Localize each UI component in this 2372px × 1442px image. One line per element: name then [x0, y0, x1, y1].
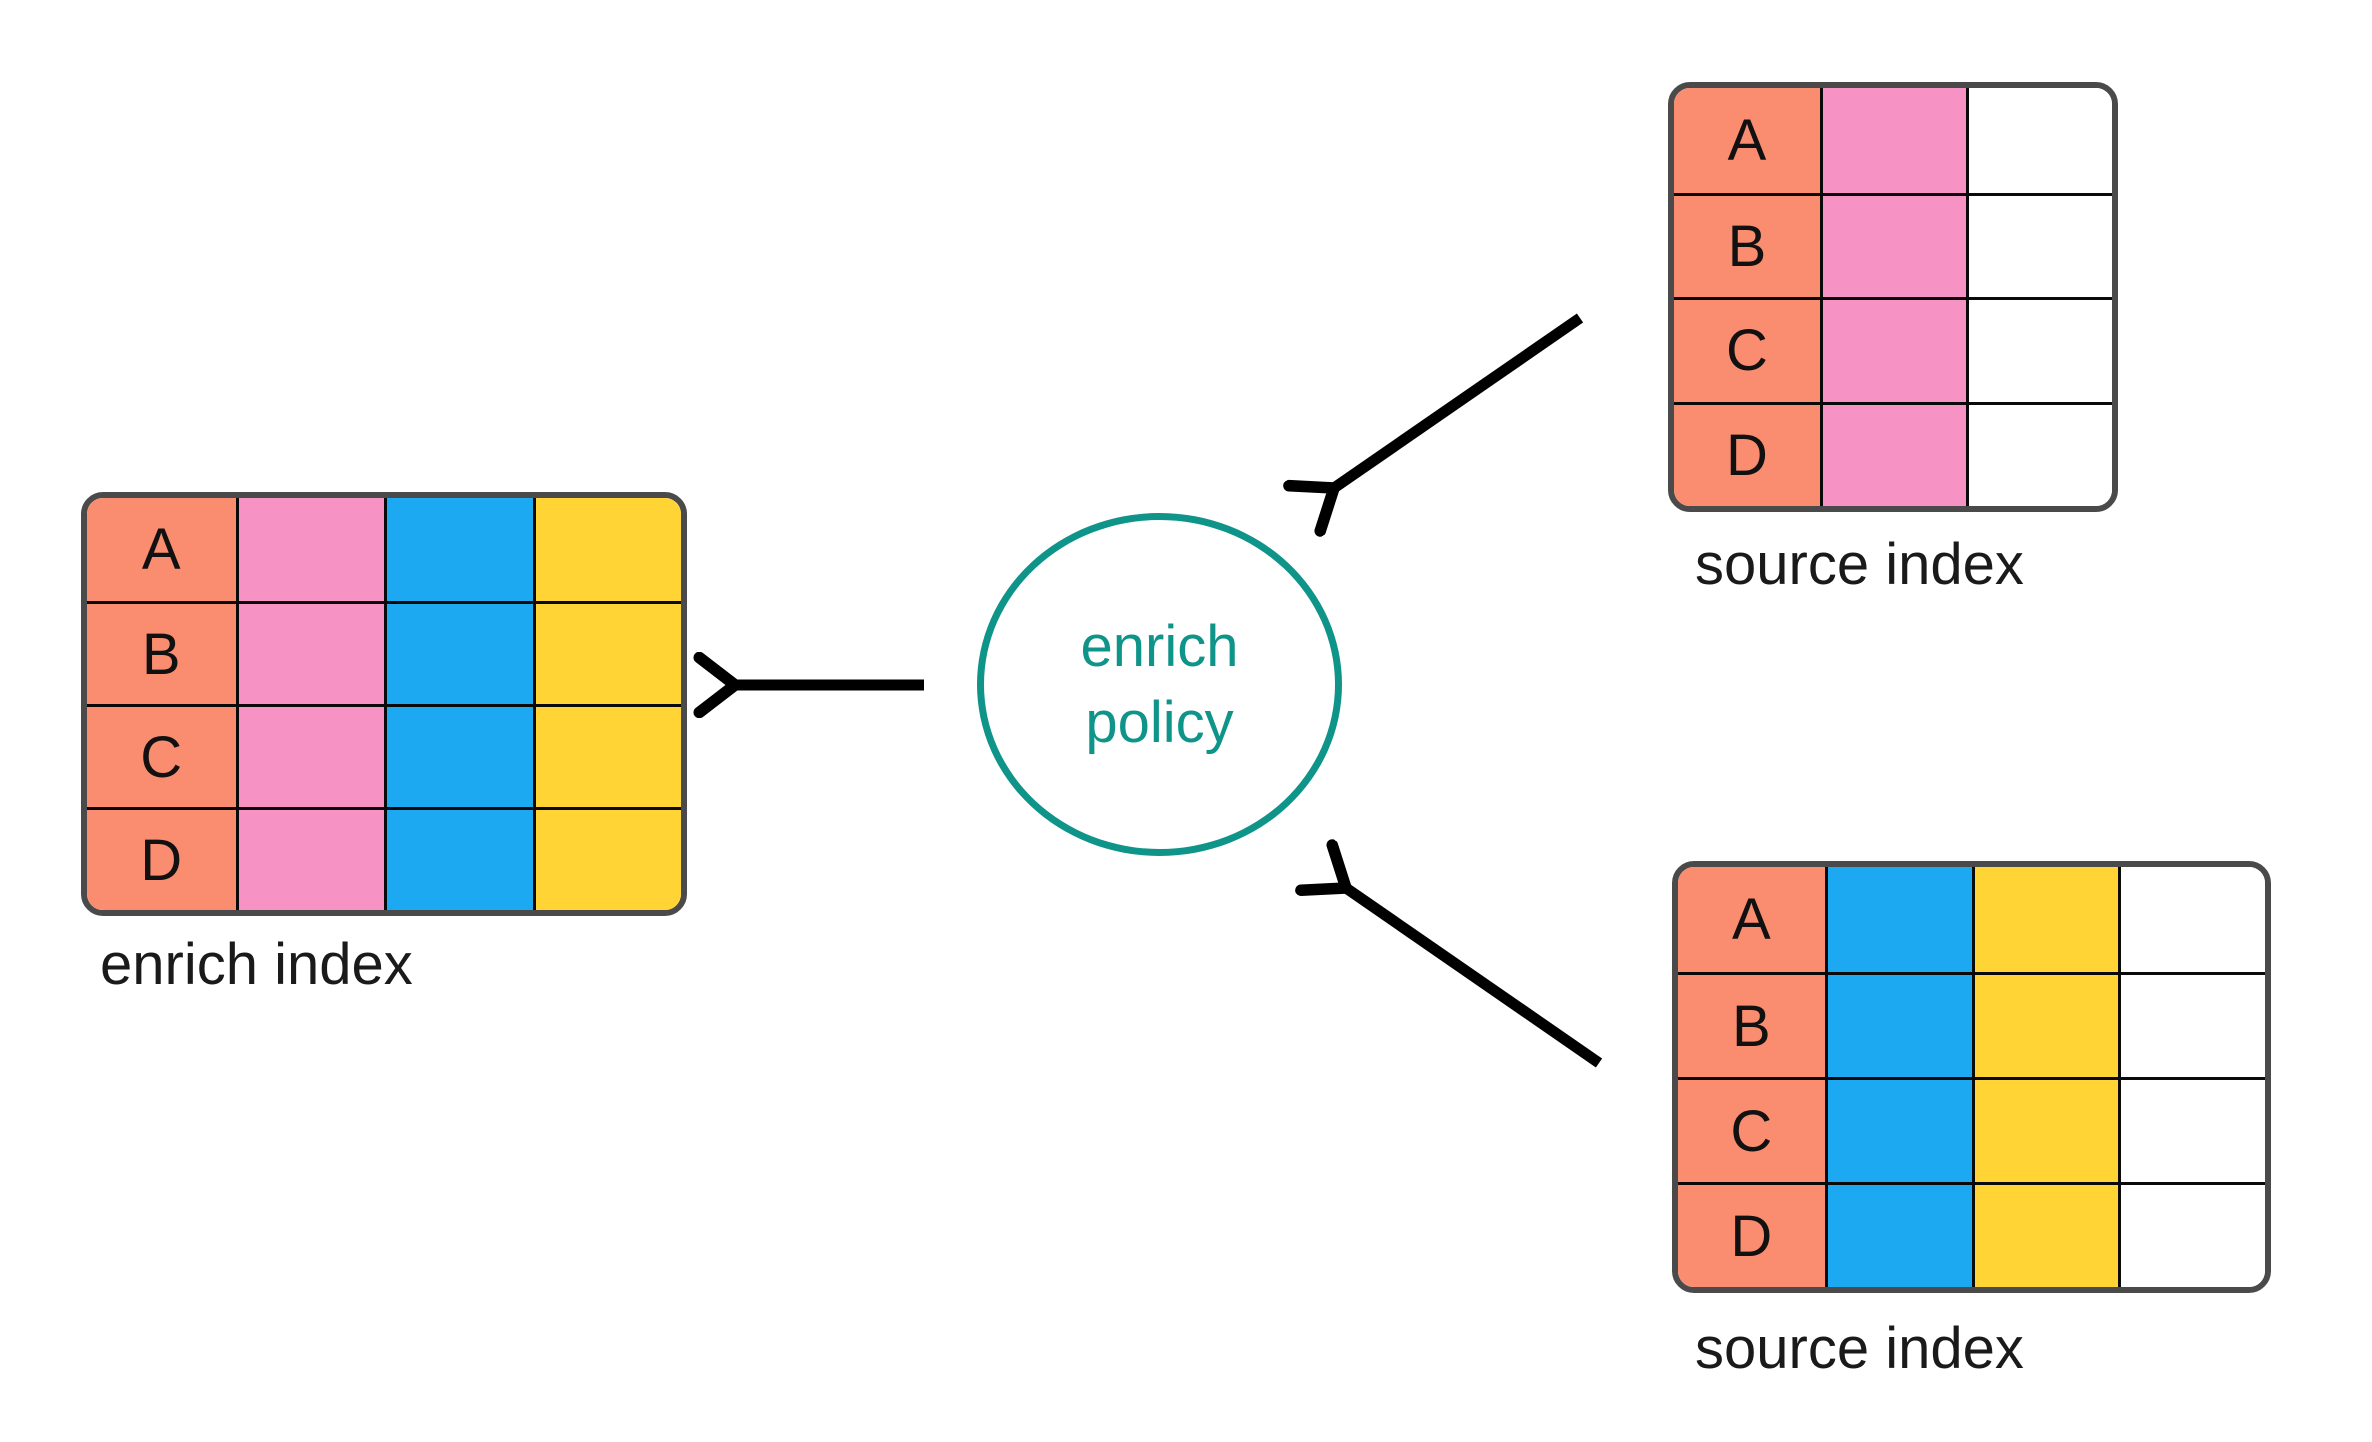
row-label-cell: A	[1674, 88, 1820, 193]
arrow-source-top-to-policy-icon	[1334, 313, 1584, 488]
source-index-bottom-label: source index	[1695, 1316, 2024, 1381]
data-cell	[384, 601, 533, 704]
data-cell	[532, 601, 681, 704]
row-label-cell: D	[1678, 1182, 1825, 1287]
row-label-cell: C	[87, 704, 236, 807]
data-cell	[1820, 88, 1966, 193]
data-cell	[235, 498, 384, 601]
data-cell	[1971, 1182, 2119, 1287]
data-cell	[1966, 192, 2112, 297]
data-cell	[1966, 297, 2112, 402]
data-cell	[532, 807, 681, 910]
enrich-policy-label: enrich policy	[1081, 609, 1239, 761]
row-label-cell: A	[1678, 867, 1825, 972]
data-cell	[235, 704, 384, 807]
data-cell	[235, 601, 384, 704]
data-cell	[1971, 1077, 2119, 1182]
data-cell	[1820, 192, 1966, 297]
row-label-cell: D	[87, 807, 236, 910]
data-cell	[1820, 401, 1966, 506]
data-cell	[2118, 972, 2265, 1077]
arrow-source-bottom-to-policy-icon	[1346, 888, 1603, 1068]
data-cell	[1966, 88, 2112, 193]
data-cell	[1820, 297, 1966, 402]
data-cell	[384, 704, 533, 807]
row-label-cell: B	[1674, 192, 1820, 297]
data-cell	[1824, 867, 1972, 972]
row-label-cell: A	[87, 498, 236, 601]
data-cell	[1824, 1182, 1972, 1287]
data-cell	[384, 807, 533, 910]
row-label-cell: C	[1678, 1077, 1825, 1182]
data-cell	[1966, 401, 2112, 506]
data-cell	[1824, 972, 1972, 1077]
data-cell	[1971, 867, 2119, 972]
data-cell	[532, 498, 681, 601]
data-cell	[2118, 867, 2265, 972]
row-label-cell: C	[1674, 297, 1820, 402]
row-label-cell: B	[87, 601, 236, 704]
data-cell	[1824, 1077, 1972, 1182]
row-label-cell: D	[1674, 401, 1820, 506]
data-cell	[1971, 972, 2119, 1077]
data-cell	[532, 704, 681, 807]
data-cell	[2118, 1077, 2265, 1182]
enrich-index-label: enrich index	[100, 932, 413, 997]
source-index-top-label: source index	[1695, 532, 2024, 597]
data-cell	[384, 498, 533, 601]
data-cell	[2118, 1182, 2265, 1287]
data-cell	[235, 807, 384, 910]
enrich-policy-label-line1: enrich	[1080, 613, 1239, 679]
enrich-policy-label-line2: policy	[1085, 689, 1234, 755]
enrich-policy-circle: enrich policy	[977, 513, 1342, 856]
row-label-cell: B	[1678, 972, 1825, 1077]
